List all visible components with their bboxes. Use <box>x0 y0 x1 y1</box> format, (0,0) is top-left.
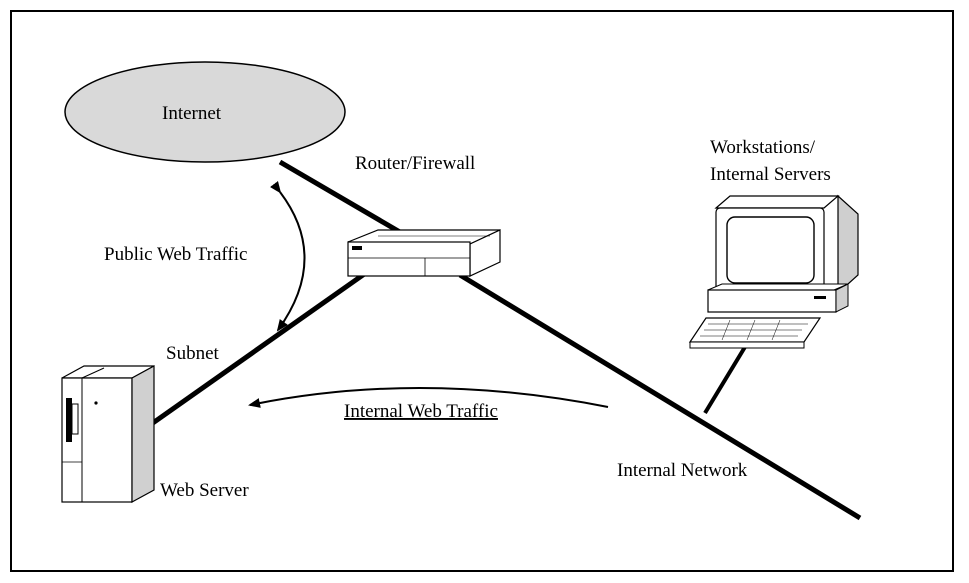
web-server-label: Web Server <box>160 480 249 501</box>
router-firewall-icon <box>347 229 501 277</box>
workstations-label-line1: Workstations/ <box>710 137 816 158</box>
workstations-label-line2: Internal Servers <box>710 164 831 185</box>
internet-label: Internet <box>162 103 222 124</box>
web-server-icon <box>61 364 155 504</box>
diagram-frame <box>10 10 954 572</box>
workstation-drop-link <box>703 340 750 415</box>
internal-traffic-arrow <box>248 387 609 408</box>
internal-traffic-label: Internal Web Traffic <box>344 401 498 422</box>
public-traffic-arrow <box>269 181 306 332</box>
router-webserver-link <box>148 267 372 428</box>
subnet-label: Subnet <box>166 343 220 364</box>
workstation-icon <box>688 194 859 349</box>
internal-network-line <box>458 272 862 521</box>
public-traffic-label: Public Web Traffic <box>104 244 247 265</box>
internet-cloud <box>64 61 346 163</box>
router-label: Router/Firewall <box>355 153 475 174</box>
internet-router-link <box>278 159 407 238</box>
internal-network-label: Internal Network <box>617 460 748 481</box>
